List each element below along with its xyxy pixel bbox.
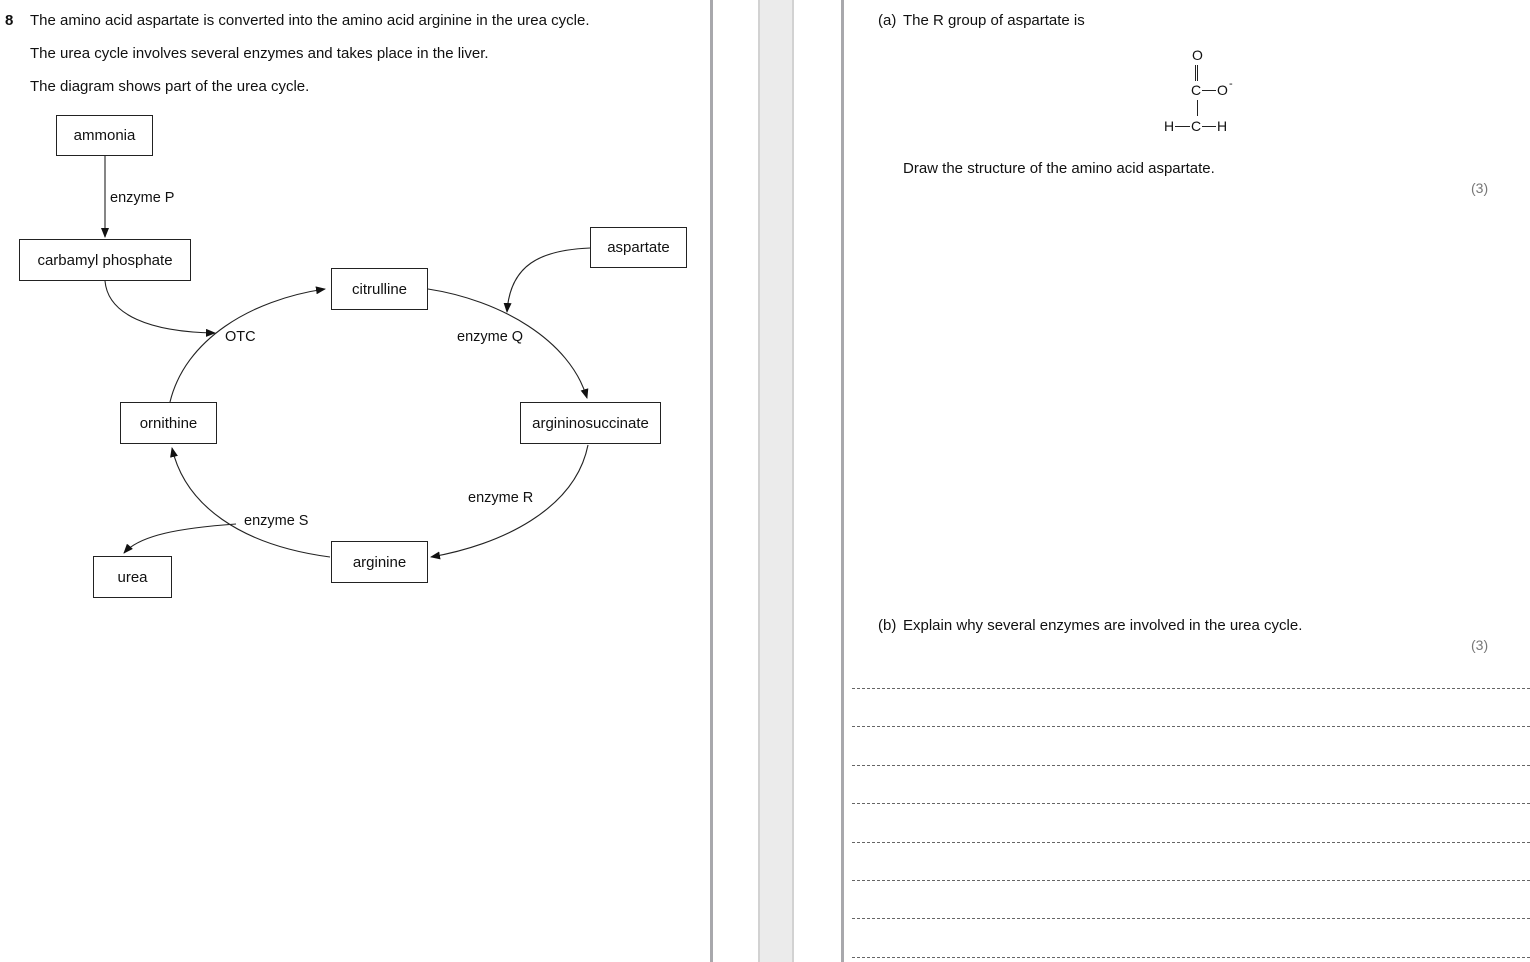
- answer-line[interactable]: [852, 764, 1530, 766]
- box-ammonia: ammonia: [56, 115, 153, 156]
- box-urea: urea: [93, 556, 172, 598]
- arrow-arginine-ornithine: [170, 447, 331, 558]
- label-otc: OTC: [225, 329, 256, 345]
- intro-line-1: The amino acid aspartate is converted in…: [30, 12, 590, 29]
- question-number: 8: [5, 12, 14, 29]
- double-bond: [1195, 65, 1198, 81]
- single-bond: [1202, 90, 1216, 91]
- part-a-drawing-area[interactable]: [852, 205, 1522, 605]
- single-bond: [1202, 126, 1216, 127]
- atom-c1: C: [1191, 82, 1202, 98]
- page-gutter: [758, 0, 794, 962]
- single-bond: [1175, 126, 1190, 127]
- page-edge-right: [841, 0, 844, 962]
- page-edge-left: [710, 0, 713, 962]
- arrow-to-urea: [123, 523, 237, 554]
- part-a-label: (a): [878, 12, 897, 29]
- label-enzyme-r: enzyme R: [468, 490, 534, 506]
- box-arginine: arginine: [331, 541, 428, 583]
- part-a-text: The R group of aspartate is: [903, 12, 1085, 29]
- arrow-aspartate-join: [503, 247, 591, 313]
- intro-line-3: The diagram shows part of the urea cycle…: [30, 78, 310, 95]
- box-ornithine: ornithine: [120, 402, 217, 444]
- atom-h-right: H: [1217, 118, 1228, 134]
- part-a-marks: (3): [1471, 180, 1489, 196]
- atom-h-left: H: [1164, 118, 1175, 134]
- label-enzyme-q: enzyme Q: [457, 329, 524, 345]
- answer-line[interactable]: [852, 841, 1530, 843]
- answer-line[interactable]: [852, 726, 1530, 728]
- single-bond: [1197, 100, 1198, 116]
- answer-line[interactable]: [852, 688, 1530, 689]
- box-carbamyl-phosphate: carbamyl phosphate: [19, 239, 191, 281]
- part-b-label: (b): [878, 617, 897, 634]
- answer-line[interactable]: [852, 880, 1530, 881]
- box-argininosuccinate: argininosuccinate: [520, 402, 661, 444]
- atom-o-top: O: [1192, 47, 1203, 63]
- atom-c2: C: [1191, 118, 1202, 134]
- label-enzyme-s: enzyme S: [244, 513, 309, 529]
- arrow-citrulline-argininosuccinate: [427, 288, 589, 399]
- part-b-marks: (3): [1471, 637, 1489, 653]
- intro-line-2: The urea cycle involves several enzymes …: [30, 45, 489, 62]
- answer-line[interactable]: [852, 803, 1530, 805]
- label-enzyme-p: enzyme P: [110, 190, 175, 206]
- charge: -: [1229, 78, 1233, 90]
- urea-cycle-diagram-arrows: [101, 156, 591, 560]
- arrow-argininosuccinate-arginine: [430, 444, 589, 560]
- atom-o-minus: O: [1217, 82, 1228, 98]
- answer-line[interactable]: [852, 918, 1530, 920]
- answer-line[interactable]: [852, 956, 1530, 958]
- box-citrulline: citrulline: [331, 268, 428, 310]
- part-b-text: Explain why several enzymes are involved…: [903, 617, 1303, 634]
- part-a-instruction: Draw the structure of the amino acid asp…: [903, 160, 1215, 177]
- arrow-carbamyl-otc: [104, 280, 216, 337]
- box-aspartate: aspartate: [590, 227, 687, 268]
- arrow-ornithine-citrulline: [169, 286, 326, 403]
